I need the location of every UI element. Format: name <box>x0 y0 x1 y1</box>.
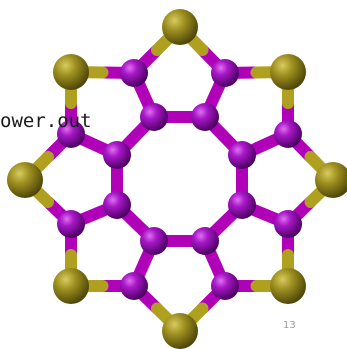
purple-atom <box>191 227 219 255</box>
gold-atom <box>53 268 89 304</box>
gold-atom <box>270 54 306 90</box>
purple-atom <box>103 141 131 169</box>
purple-atom <box>103 191 131 219</box>
purple-atom <box>140 103 168 131</box>
purple-atom <box>274 120 302 148</box>
purple-atom <box>120 59 148 87</box>
gold-atom <box>162 313 198 349</box>
purple-atom <box>228 141 256 169</box>
gold-atom <box>53 54 89 90</box>
purple-atom <box>191 103 219 131</box>
purple-atom <box>57 210 85 238</box>
purple-atom <box>57 120 85 148</box>
file-name-label: ower.out <box>0 110 92 132</box>
slide-number: 13 <box>283 320 296 331</box>
purple-atom <box>228 191 256 219</box>
purple-atom <box>274 210 302 238</box>
atoms-layer <box>7 9 347 349</box>
purple-atom <box>120 272 148 300</box>
gold-atom <box>270 268 306 304</box>
purple-atom <box>140 227 168 255</box>
purple-atom <box>211 59 239 87</box>
gold-atom <box>7 162 43 198</box>
gold-atom <box>162 9 198 45</box>
gold-atom <box>315 162 347 198</box>
purple-atom <box>211 272 239 300</box>
